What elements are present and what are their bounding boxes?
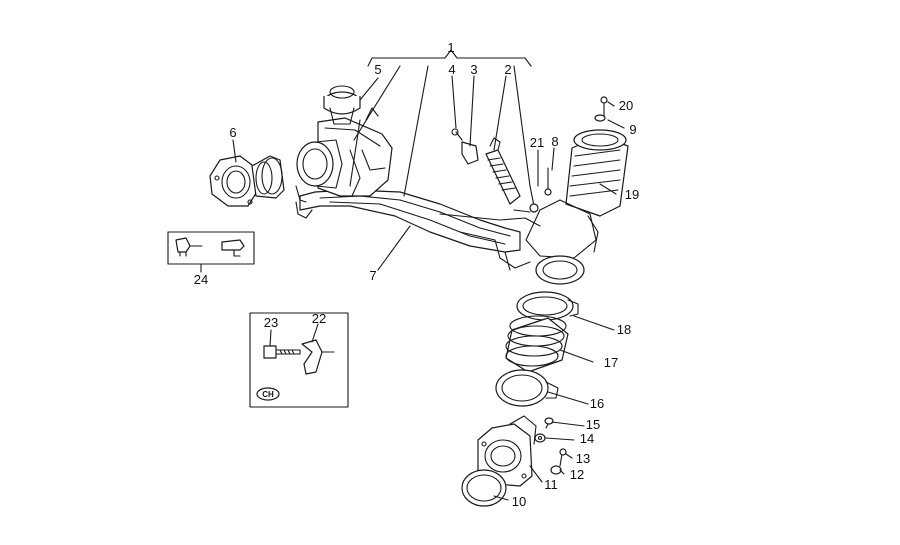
part-10-gasket xyxy=(461,469,507,507)
callout-24: 24 xyxy=(194,272,208,287)
callout-12: 12 xyxy=(570,467,584,482)
callout-1: 1 xyxy=(447,40,454,55)
callout-15: 15 xyxy=(586,417,600,432)
callout-3: 3 xyxy=(470,62,477,77)
callout-18: 18 xyxy=(617,322,631,337)
callout-7: 7 xyxy=(369,268,376,283)
callout-4: 4 xyxy=(448,62,455,77)
part-5-diaphragm-cap xyxy=(323,85,361,125)
part-6-intake-flange xyxy=(209,155,285,207)
callout-8: 8 xyxy=(551,134,558,149)
parts-2-3-4-bracket-spring xyxy=(451,128,521,205)
parts-8-21-screws xyxy=(513,167,552,213)
callout-16: 16 xyxy=(590,396,604,411)
group-bracket-1 xyxy=(367,49,532,67)
inset-box-24 xyxy=(167,231,255,265)
callout-23: 23 xyxy=(264,315,278,330)
callout-11: 11 xyxy=(544,477,558,492)
country-badge-label: CH xyxy=(262,390,274,399)
callout-labels: 1 2 3 4 5 6 7 8 9 10 11 12 13 14 15 16 1… xyxy=(194,40,639,509)
intake-frame xyxy=(295,189,541,271)
inset-box-ch xyxy=(249,312,349,408)
callout-13: 13 xyxy=(576,451,590,466)
callout-10: 10 xyxy=(512,494,526,509)
part-17-rubber-sleeve xyxy=(505,315,569,373)
callout-17: 17 xyxy=(604,355,618,370)
callout-21: 21 xyxy=(530,135,544,150)
callout-22: 22 xyxy=(312,311,326,326)
callout-2: 2 xyxy=(504,62,511,77)
leader-lines xyxy=(200,65,625,501)
callout-20: 20 xyxy=(619,98,633,113)
callout-19: 19 xyxy=(625,187,639,202)
callout-6: 6 xyxy=(229,125,236,140)
part-16-clamp xyxy=(495,369,559,407)
callout-9: 9 xyxy=(629,122,636,137)
part-20-screw xyxy=(594,96,608,122)
throttle-body xyxy=(295,107,393,203)
part-19-filter-housing xyxy=(525,129,629,285)
callout-5: 5 xyxy=(374,62,381,77)
parts-12-13-14-15-hardware xyxy=(534,417,567,475)
part-18-clamp xyxy=(516,291,579,321)
callout-14: 14 xyxy=(580,431,594,446)
